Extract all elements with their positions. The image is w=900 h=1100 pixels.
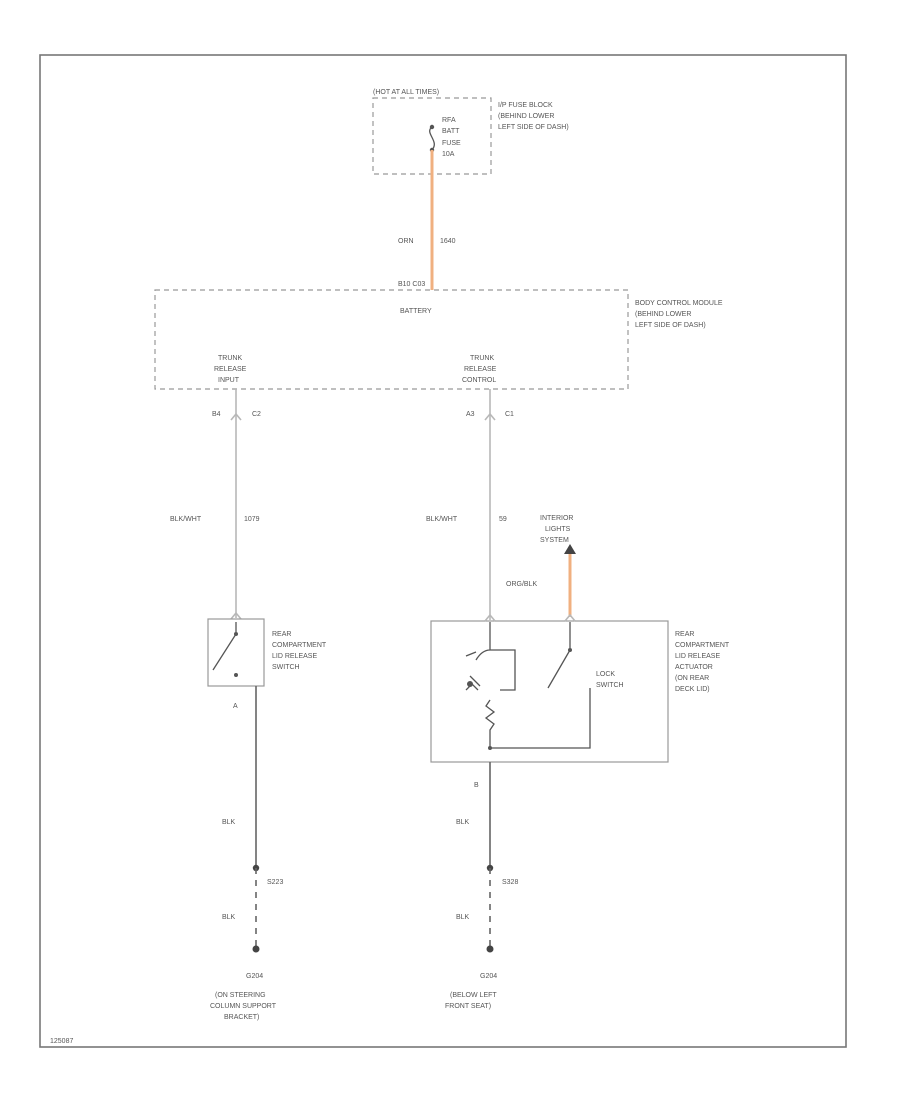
- actuator-connector-arrow: [484, 613, 496, 622]
- right-ground-location: (BELOW LEFT: [450, 992, 497, 999]
- bcm-outline: [154, 289, 629, 390]
- left-ground-wire-color-2: BLK: [222, 914, 236, 921]
- right-wire-circuit: 59: [499, 516, 507, 523]
- bcm-pin-label: B10 C03: [398, 281, 425, 288]
- release-switch-label: COMPARTMENT: [272, 642, 327, 649]
- fuse-block-location: LEFT SIDE OF DASH): [498, 124, 569, 131]
- actuator-label: COMPARTMENT: [675, 642, 730, 649]
- release-switch-label: REAR: [272, 631, 291, 638]
- left-ground-location: BRACKET): [224, 1014, 259, 1021]
- diagram-id: 125087: [50, 1038, 73, 1045]
- actuator-label: ACTUATOR: [675, 664, 713, 671]
- interior-lights-label: LIGHTS: [545, 526, 571, 533]
- solenoid-coil: [475, 640, 516, 691]
- switch-connector-arrow: [230, 611, 242, 620]
- left-splice-label: S223: [267, 879, 283, 886]
- release-switch-label: SWITCH: [272, 664, 300, 671]
- right-splice-label: S328: [502, 879, 518, 886]
- right-ground-wire-color: BLK: [456, 819, 470, 826]
- actuator-label: LID RELEASE: [675, 653, 720, 660]
- right-pin-label: A3: [466, 411, 475, 418]
- interior-lights-wire-color: ORG/BLK: [506, 581, 537, 588]
- body-control-module: B10 C03 BATTERY BODY CONTROL MODULE (BEH…: [154, 281, 723, 390]
- left-ground-symbol: [252, 945, 260, 953]
- right-pin-label: C1: [505, 411, 514, 418]
- lock-switch-blade: [547, 649, 571, 689]
- actuator-spring: [484, 699, 496, 748]
- right-ground-wire-color-2: BLK: [456, 914, 470, 921]
- left-switch-pin: A: [233, 703, 238, 710]
- diagram-frame: [39, 54, 847, 1048]
- left-ground-location: (ON STEERING: [215, 992, 266, 999]
- fuse-block: (HOT AT ALL TIMES) RFA BATT FUSE 10A I/P…: [372, 89, 569, 175]
- fuse-line: 10A: [442, 151, 455, 158]
- right-ground-location: FRONT SEAT): [445, 1003, 491, 1010]
- left-ground-label: G204: [246, 973, 263, 980]
- bcm-power-label: BATTERY: [400, 308, 432, 315]
- release-switch-box: [207, 618, 265, 687]
- left-ground-wire-color: BLK: [222, 819, 236, 826]
- right-ground-label: G204: [480, 973, 497, 980]
- actuator-label: DECK LID): [675, 686, 710, 693]
- left-wire-circuit: 1079: [244, 516, 260, 523]
- bcm-control-label: CONTROL: [462, 377, 496, 384]
- bcm-control-label: TRUNK: [470, 355, 494, 362]
- actuator-box: [430, 620, 669, 763]
- fuse-element: [429, 126, 435, 151]
- feed-wire-color: ORN: [398, 238, 414, 245]
- bcm-location: (BEHIND LOWER: [635, 311, 691, 318]
- actuator-label: REAR: [675, 631, 694, 638]
- bcm-input-label: TRUNK: [218, 355, 242, 362]
- right-ground-symbol: [486, 945, 494, 953]
- right-branch: A3 C1 BLK/WHT 59 INTERIOR LIGHTS SYSTEM …: [426, 389, 730, 1010]
- bcm-location: LEFT SIDE OF DASH): [635, 322, 706, 329]
- left-pin-label: C2: [252, 411, 261, 418]
- left-pin-label: B4: [212, 411, 221, 418]
- interior-lights-label: INTERIOR: [540, 515, 573, 522]
- release-switch-label: LID RELEASE: [272, 653, 317, 660]
- fuse-block-header: (HOT AT ALL TIMES): [373, 89, 439, 96]
- switch-blade: [212, 633, 237, 671]
- bcm-input-label: RELEASE: [214, 366, 247, 373]
- fuse-line: RFA: [442, 117, 456, 124]
- fuse-line: FUSE: [442, 140, 461, 147]
- fuse-line: BATT: [442, 128, 460, 135]
- lock-switch-return: [490, 688, 591, 749]
- lock-switch-label: SWITCH: [596, 682, 624, 689]
- switch-contact-bottom: [234, 673, 238, 677]
- right-wire-color: BLK/WHT: [426, 516, 458, 523]
- bcm-location: BODY CONTROL MODULE: [635, 300, 723, 307]
- interior-lights-arrow: [564, 544, 576, 554]
- lock-switch-label: LOCK: [596, 671, 615, 678]
- left-ground-location: COLUMN SUPPORT: [210, 1003, 277, 1010]
- left-wire-color: BLK/WHT: [170, 516, 202, 523]
- left-branch: B4 C2 BLK/WHT 1079 REAR COMPARTMENT LID …: [170, 389, 327, 1021]
- bcm-control-label: RELEASE: [464, 366, 497, 373]
- actuator-pin: B: [474, 782, 479, 789]
- fuse-block-location: I/P FUSE BLOCK: [498, 102, 553, 109]
- fuse-block-location: (BEHIND LOWER: [498, 113, 554, 120]
- actuator-label: (ON REAR: [675, 675, 709, 682]
- bcm-input-label: INPUT: [218, 377, 240, 384]
- solenoid-core: [467, 681, 473, 687]
- feed-wire-circuit: 1640: [440, 238, 456, 245]
- interior-lights-label: SYSTEM: [540, 537, 569, 544]
- actuator-connector-arrow-2: [564, 613, 576, 622]
